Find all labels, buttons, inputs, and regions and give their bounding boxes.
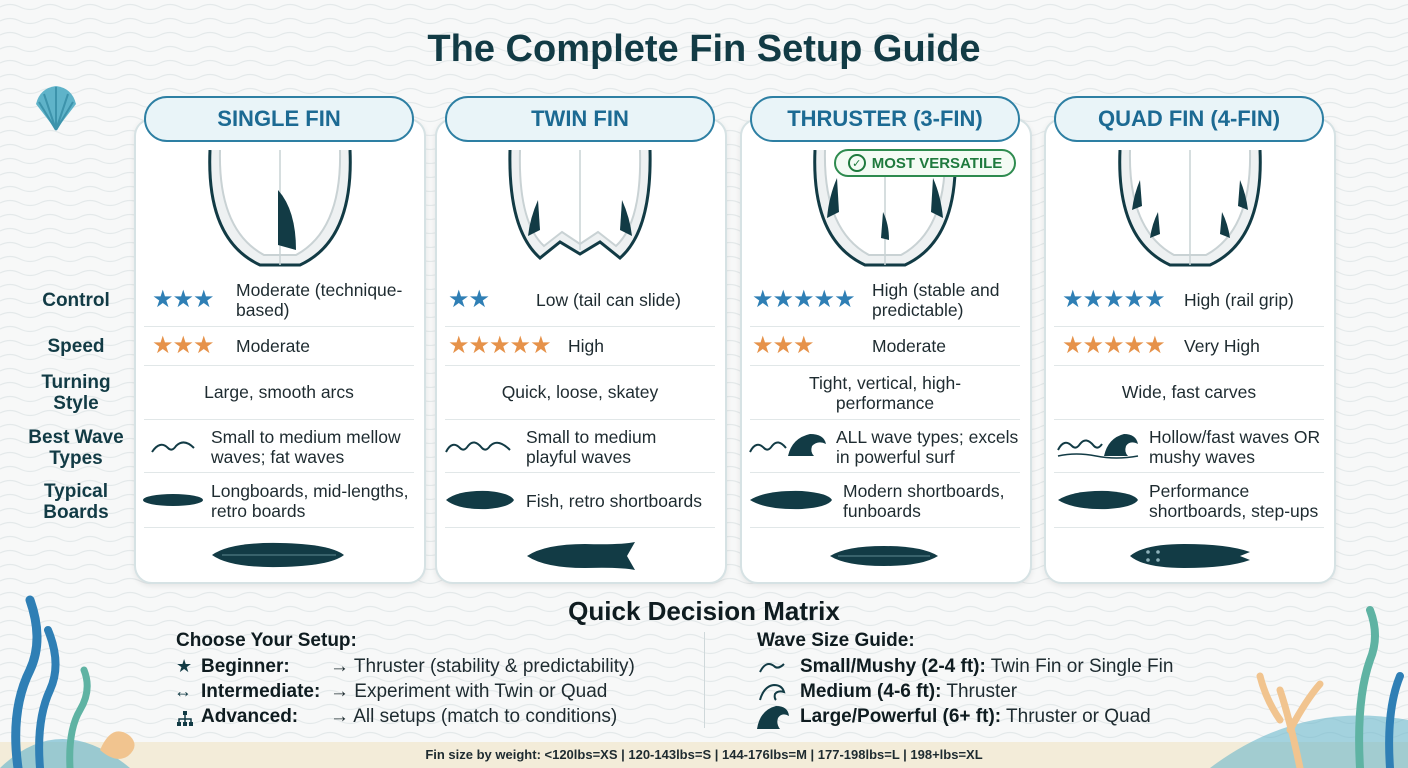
performance-board-icon [1058, 490, 1138, 510]
large-wave-icon [757, 706, 789, 729]
matrix-divider [704, 632, 705, 728]
divider [750, 326, 1020, 327]
divider [750, 365, 1020, 366]
speed-rating-stars: ★★★★★ [448, 332, 552, 359]
playful-wave-icon [445, 441, 511, 453]
wave-large: Large/Powerful (6+ ft): Thruster or Quad [800, 706, 1151, 727]
typical-boards-value: Modern shortboards, funboards [843, 481, 1005, 521]
divider [750, 419, 1020, 420]
speed-value: Very High [1184, 336, 1260, 356]
shortboard-icon [750, 490, 832, 510]
arrows-icon: ↔ [174, 681, 192, 701]
divider [1054, 527, 1324, 528]
fish-board-icon [446, 490, 514, 510]
control-rating-stars: ★★ [448, 286, 490, 313]
divider [445, 326, 715, 327]
control-value: High (stable and predictable) [872, 280, 1000, 320]
fin-size-footer: Fin size by weight: <120lbs=XS | 120-143… [0, 742, 1408, 768]
typical-boards-value: Longboards, mid-lengths, retro boards [211, 481, 409, 521]
divider [144, 365, 414, 366]
typical-boards-value: Fish, retro shortboards [526, 491, 703, 511]
choose-setup-heading: Choose Your Setup: [176, 630, 357, 651]
card-header-twin-fin: TWIN FIN [445, 96, 715, 142]
hollow-wave-icon [1057, 434, 1139, 459]
page-title: The Complete Fin Setup Guide [427, 28, 981, 70]
control-rating-stars: ★★★ [152, 286, 215, 313]
divider [144, 326, 414, 327]
wave-types-value: Small to medium mellow waves; fat waves [211, 427, 401, 467]
quick-decision-matrix-title: Quick Decision Matrix [568, 596, 840, 626]
turning-style-value: Large, smooth arcs [204, 382, 354, 402]
twin-fin-tail-icon [508, 150, 652, 260]
single-fin-board-icon [212, 542, 344, 568]
setup-advanced-value: → All setups (match to conditions) [330, 706, 618, 727]
star-icon: ★ [176, 656, 193, 676]
small-wave-icon [759, 663, 785, 673]
divider [1054, 472, 1324, 473]
card-header-single-fin: SINGLE FIN [144, 96, 414, 142]
wave-types-value: Hollow/fast waves OR mushy waves [1149, 427, 1321, 467]
quad-fin-board-icon [1130, 544, 1250, 568]
setup-beginner: Beginner: [201, 656, 290, 677]
divider [445, 419, 715, 420]
speed-value: High [568, 336, 604, 356]
speed-rating-stars: ★★★ [152, 332, 215, 359]
control-value: Moderate (technique-based) [236, 280, 403, 320]
divider [144, 527, 414, 528]
divider [144, 472, 414, 473]
small-wave-icon [151, 441, 195, 453]
divider [1054, 326, 1324, 327]
longboard-icon [143, 494, 203, 506]
divider [144, 419, 414, 420]
typical-boards-value: Performance shortboards, step-ups [1149, 481, 1319, 521]
wave-types-value: Small to medium playful waves [526, 427, 657, 467]
divider [750, 472, 1020, 473]
setup-intermediate-value: → Experiment with Twin or Quad [330, 681, 608, 702]
wave-small: Small/Mushy (2-4 ft): Twin Fin or Single… [800, 656, 1174, 677]
control-rating-stars: ★★★★★ [1062, 286, 1166, 313]
seaweed-coral-left-decoration [0, 595, 135, 768]
all-waves-icon [749, 434, 826, 456]
turning-style-value: Quick, loose, skatey [501, 382, 659, 402]
divider [445, 472, 715, 473]
wave-types-value: ALL wave types; excels in powerful surf [836, 427, 1019, 467]
speed-rating-stars: ★★★★★ [1062, 332, 1166, 359]
hierarchy-icon [177, 711, 193, 726]
seaweed-coral-right-decoration [1210, 606, 1408, 768]
speed-rating-stars: ★★★ [752, 332, 815, 359]
card-header-thruster: THRUSTER (3-FIN) [750, 96, 1020, 142]
control-rating-stars: ★★★★★ [752, 286, 856, 313]
quad-fin-tail-icon [1118, 150, 1262, 267]
divider [445, 365, 715, 366]
setup-intermediate: Intermediate: [201, 681, 321, 702]
row-label-speed: Speed [47, 336, 105, 357]
speed-value: Moderate [236, 336, 310, 356]
twin-fin-board-icon [527, 542, 635, 570]
speed-value: Moderate [872, 336, 946, 356]
setup-advanced: Advanced: [201, 706, 299, 727]
turning-style-value: Tight, vertical, high-performance [808, 373, 962, 413]
row-label-control: Control [42, 290, 110, 311]
single-fin-tail-icon [208, 150, 352, 267]
wave-size-guide-heading: Wave Size Guide: [757, 630, 915, 651]
divider [1054, 365, 1324, 366]
card-header-quad-fin: QUAD FIN (4-FIN) [1054, 96, 1324, 142]
control-value: High (rail grip) [1184, 290, 1294, 310]
divider [445, 527, 715, 528]
seashell-icon [36, 86, 76, 131]
control-value: Low (tail can slide) [536, 290, 681, 310]
thruster-board-icon [830, 546, 938, 566]
turning-style-value: Wide, fast carves [1121, 382, 1257, 402]
setup-beginner-value: → Thruster (stability & predictability) [330, 656, 635, 677]
wave-medium: Medium (4-6 ft): Thruster [800, 681, 1018, 702]
divider [750, 527, 1020, 528]
badge-label: MOST VERSATILE [871, 154, 1003, 172]
check-circle-icon: ✓ [847, 154, 866, 172]
medium-wave-icon [759, 683, 786, 701]
divider [1054, 419, 1324, 420]
most-versatile-badge: ✓ MOST VERSATILE [834, 149, 1016, 177]
